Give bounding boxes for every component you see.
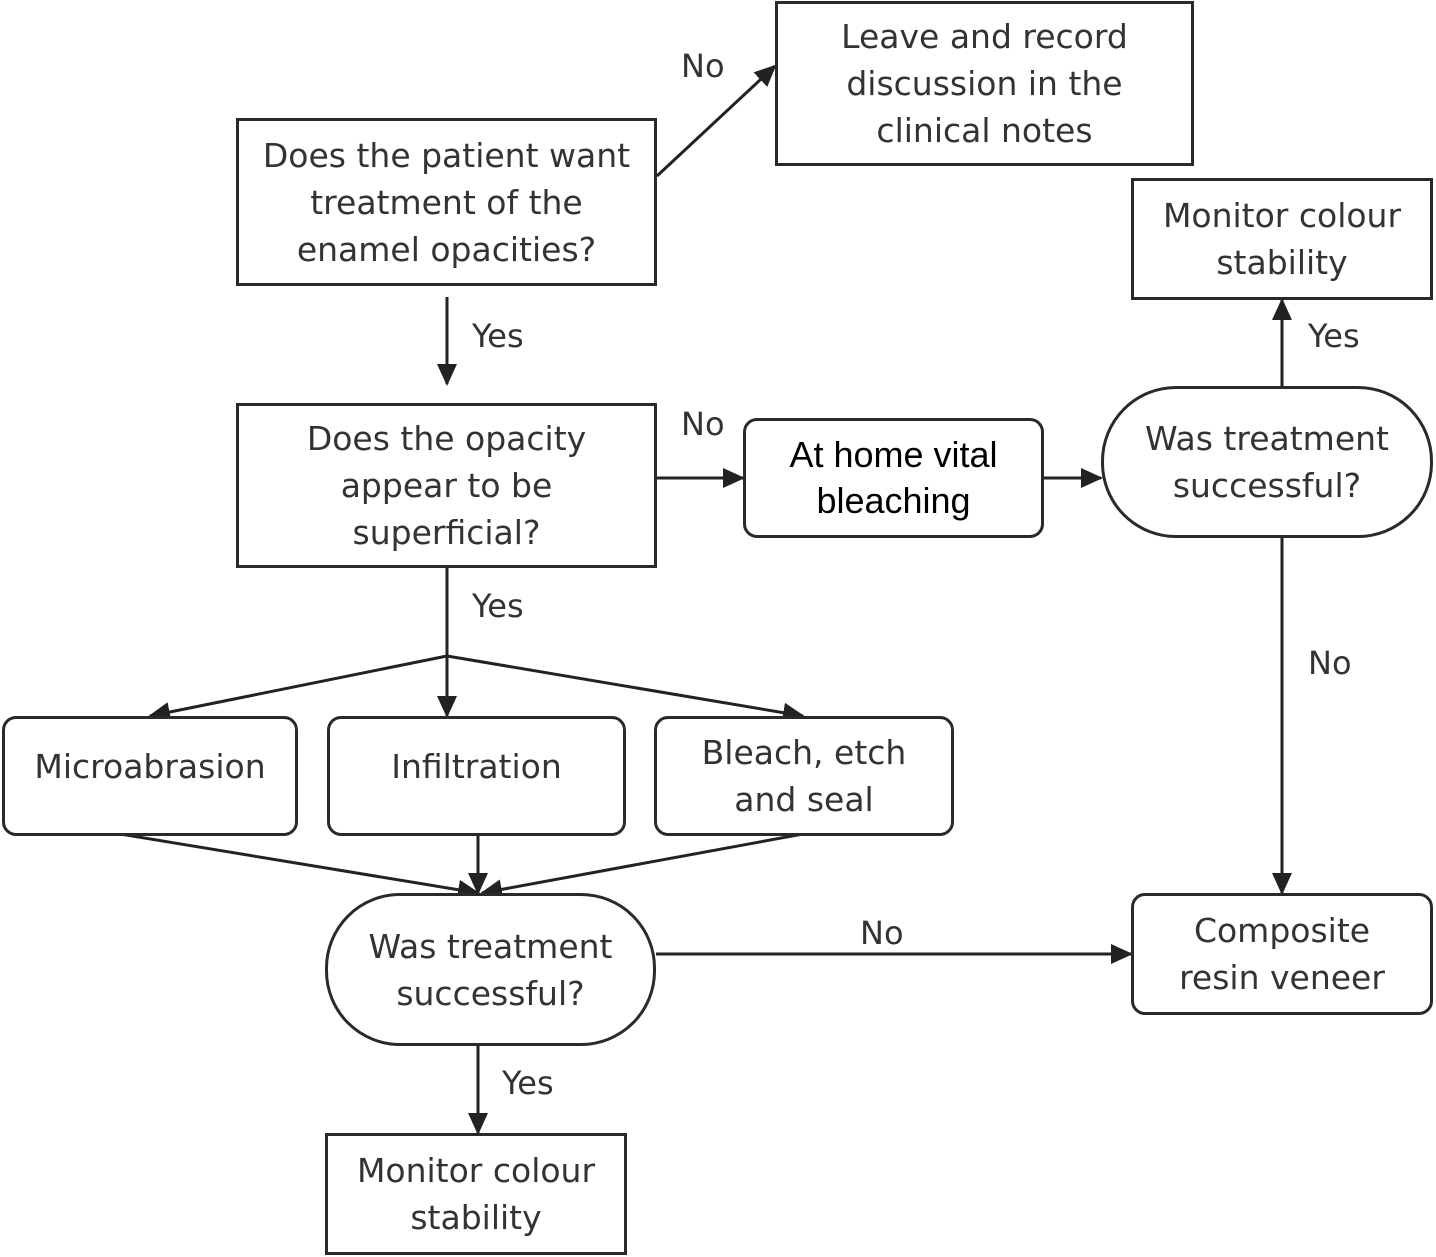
label-superficial-no: No [681,405,725,443]
node-monitor-top-text: Monitor colour stability [1162,196,1402,282]
node-monitor-bottom: Monitor colour stability [325,1133,627,1255]
node-home-bleaching-text: At home vital bleaching [789,434,998,521]
node-success-right: Was treatment successful? [1101,386,1433,538]
node-superficial: Does the opacity appear to be superficia… [236,403,657,568]
node-leave-record: Leave and record discussion in the clini… [775,1,1194,166]
edge-bleach-to-success [480,832,804,900]
label-superficial-yes: Yes [472,587,524,625]
node-microabrasion: Microabrasion [2,716,298,836]
label-want-yes: Yes [472,317,524,355]
edge-branch-microabrasion [148,654,448,722]
node-want-treatment: Does the patient want treatment of the e… [236,118,657,286]
node-home-bleaching: At home vital bleaching [743,418,1044,538]
node-bleach-etch-seal: Bleach, etch and seal [654,716,954,836]
label-right-success-no: No [1308,644,1352,682]
node-success-right-text: Was treatment successful? [1145,419,1389,505]
node-leave-record-text: Leave and record discussion in the clini… [841,17,1128,150]
edge-want-no [655,64,777,178]
node-success-bottom: Was treatment successful? [325,893,656,1046]
node-composite-veneer-text: Composite resin veneer [1179,911,1385,997]
edge-microabrasion-to-success [119,832,480,900]
node-monitor-top: Monitor colour stability [1131,178,1433,300]
label-bottom-success-yes: Yes [502,1064,554,1102]
edge-branch-bleach [446,654,805,723]
label-right-success-yes: Yes [1308,317,1360,355]
label-want-no: No [681,47,725,85]
node-monitor-bottom-text: Monitor colour stability [356,1151,596,1237]
label-bottom-success-no: No [860,914,904,952]
node-composite-veneer: Composite resin veneer [1131,893,1433,1015]
node-want-treatment-text: Does the patient want treatment of the e… [262,135,631,269]
node-infiltration-text: Infiltration [391,747,562,786]
node-infiltration: Infiltration [327,716,626,836]
node-bleach-etch-seal-text: Bleach, etch and seal [701,733,907,819]
node-success-bottom-text: Was treatment successful? [368,926,613,1013]
node-superficial-text: Does the opacity appear to be superficia… [306,419,587,552]
node-microabrasion-text: Microabrasion [34,747,266,786]
